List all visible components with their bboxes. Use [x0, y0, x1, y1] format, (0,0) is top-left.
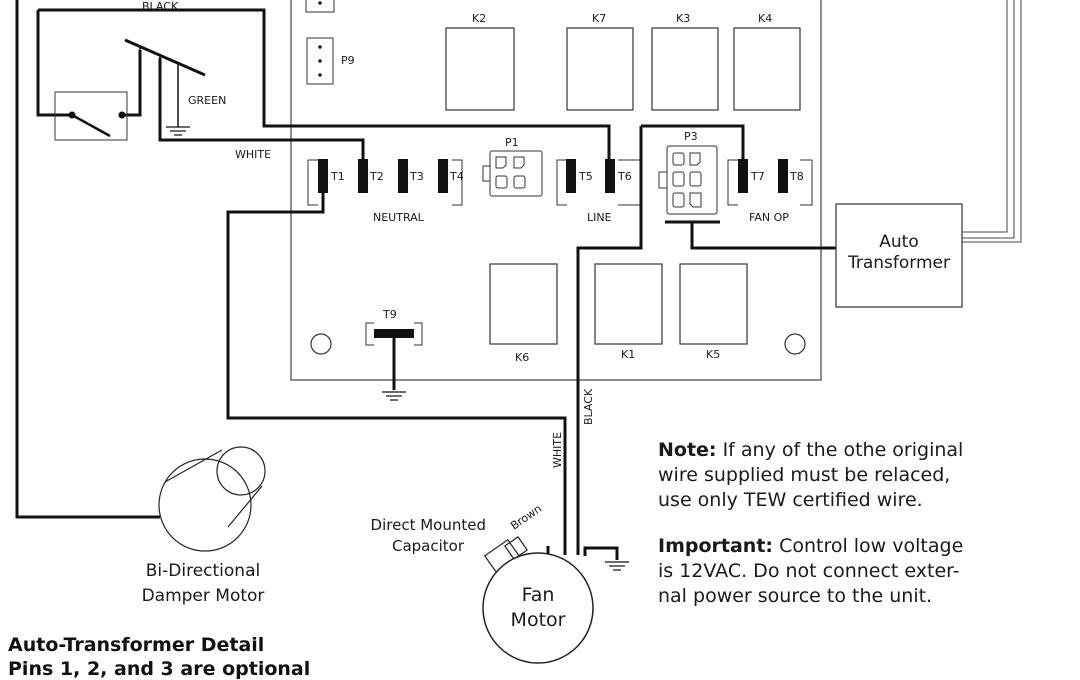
svg-text:K6: K6	[515, 351, 529, 364]
relay-k6: K6	[489, 263, 558, 364]
damper-motor-label-2: Damper Motor	[142, 586, 265, 606]
wire-label-green: GREEN	[188, 94, 226, 107]
wire-black-top	[36, 8, 611, 160]
terminal-t5	[566, 159, 576, 193]
svg-text:T6: T6	[617, 170, 632, 183]
connector-p1: P1	[482, 136, 543, 197]
terminal-t8	[778, 159, 788, 193]
detail-subtitle: Pins 1, 2, and 3 are optional	[8, 658, 311, 680]
terminal-t2	[358, 159, 368, 193]
terminal-t4	[438, 159, 448, 193]
wire-fan-ground	[583, 546, 619, 560]
ground-symbol-t9	[382, 391, 406, 401]
terminal-t6	[605, 159, 615, 193]
important-line-2: is 12VAC. Do not connect exter-	[658, 560, 960, 582]
svg-text:K2: K2	[472, 12, 486, 25]
important-line-3: nal power source to the unit.	[658, 585, 933, 607]
terminal-t1	[318, 159, 328, 193]
relay-k2: K2	[445, 12, 515, 111]
auto-transformer: Auto Transformer	[835, 203, 963, 308]
connector-p3: P3	[658, 130, 718, 215]
relay-k1: K1	[594, 263, 663, 361]
wire-damper	[15, 0, 160, 519]
wire-p3-transformer	[690, 222, 836, 250]
svg-text:T3: T3	[409, 170, 424, 183]
capacitor-label-2: Capacitor	[392, 537, 465, 555]
fan-op-label: FAN OP	[749, 211, 789, 224]
terminal-block-line: T5 T6 LINE	[556, 159, 641, 224]
neutral-label: NEUTRAL	[373, 211, 425, 224]
connector-p9-label: P9	[341, 54, 355, 67]
damper-motor-label-1: Bi-Directional	[146, 561, 260, 581]
wire-white-fan	[226, 193, 567, 555]
control-board	[290, 0, 822, 381]
svg-text:T9: T9	[382, 308, 397, 321]
note-line-1: If any of the othe original	[722, 439, 964, 461]
svg-text:K3: K3	[676, 12, 690, 25]
svg-text:Auto: Auto	[879, 232, 918, 252]
note-line-3: use only TEW certified wire.	[658, 489, 923, 511]
svg-text:K7: K7	[592, 12, 606, 25]
wire-label-white-top: WHITE	[235, 148, 271, 161]
note-text: Note: If any of the othe original wire s…	[658, 438, 988, 513]
important-label: Important:	[658, 535, 774, 557]
important-line-1: Control low voltage	[779, 535, 964, 557]
relay-k5: K5	[679, 263, 748, 361]
relay-k7: K7	[566, 12, 634, 111]
fan-motor: Fan Motor	[482, 552, 594, 664]
ground-symbol-switch	[166, 126, 190, 136]
relay-k4: K4	[733, 12, 801, 111]
svg-text:T5: T5	[578, 170, 593, 183]
terminal-t9: T9	[365, 308, 423, 346]
note-label: Note:	[658, 439, 717, 461]
wire-label-black-top: BLACK	[142, 0, 179, 13]
top-connector-partial	[305, 0, 335, 13]
svg-text:Motor: Motor	[511, 609, 566, 631]
mounting-hole-right	[784, 333, 806, 355]
wire-label-black-fan: BLACK	[582, 388, 595, 425]
mounting-hole-left	[310, 333, 332, 355]
svg-text:T8: T8	[789, 170, 804, 183]
connector-p9: P9	[306, 37, 355, 85]
capacitor-label-1: Direct Mounted	[371, 516, 486, 534]
damper-motor	[158, 446, 266, 552]
svg-text:K1: K1	[621, 348, 635, 361]
svg-text:T2: T2	[369, 170, 384, 183]
ground-symbol-fan	[605, 561, 629, 571]
damper-switch	[54, 38, 206, 141]
wire-label-brown: Brown	[508, 502, 544, 532]
note-line-2: wire supplied must be relaced,	[658, 464, 951, 486]
svg-text:Fan: Fan	[522, 584, 555, 606]
svg-text:K4: K4	[758, 12, 772, 25]
terminal-block-neutral: T1 T2 T3 T4 NEUTRAL	[307, 159, 464, 224]
terminal-t3	[398, 159, 408, 193]
svg-text:T7: T7	[750, 170, 765, 183]
terminal-block-fan-op: T7 T8 FAN OP	[727, 159, 813, 224]
svg-text:P3: P3	[684, 130, 698, 143]
relay-k3: K3	[651, 12, 719, 111]
wire-white-t2	[158, 58, 365, 160]
line-label: LINE	[587, 211, 612, 224]
important-text: Important: Control low voltage is 12VAC.…	[658, 534, 988, 609]
wire-label-white-fan: WHITE	[551, 432, 564, 468]
detail-title: Auto-Transformer Detail	[8, 634, 265, 656]
terminal-t7	[738, 159, 748, 193]
svg-text:K5: K5	[706, 348, 720, 361]
svg-text:Transformer: Transformer	[847, 253, 950, 273]
wire-black-fan	[576, 126, 643, 555]
svg-text:T4: T4	[449, 170, 464, 183]
svg-text:P1: P1	[505, 136, 519, 149]
svg-text:T1: T1	[330, 170, 345, 183]
